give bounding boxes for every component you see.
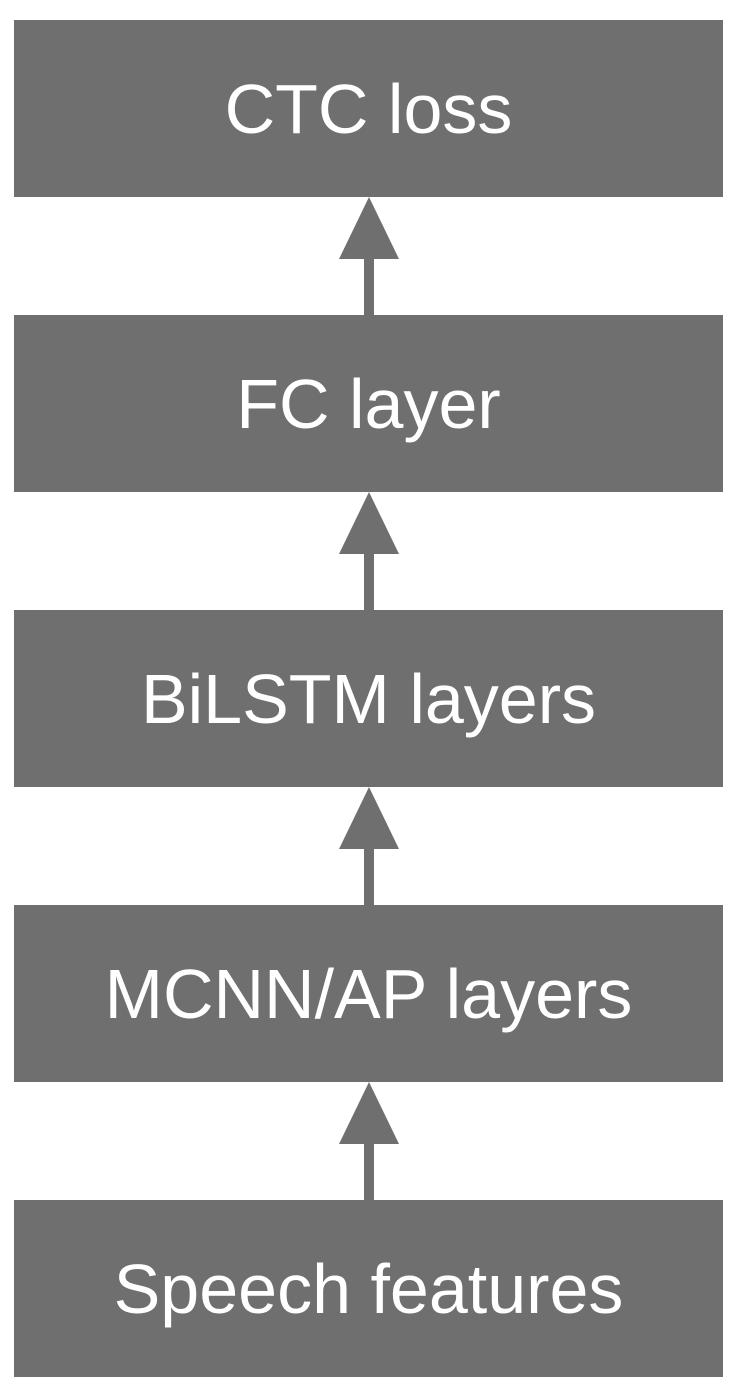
node-bilstm-layers: BiLSTM layers	[14, 610, 723, 787]
up-arrow-icon	[338, 787, 399, 905]
arrow-stem	[363, 554, 374, 610]
arrow-stem	[363, 259, 374, 315]
connector-gap	[14, 1082, 723, 1200]
node-mcnn-ap-layers: MCNN/AP layers	[14, 905, 723, 1082]
node-fc-layer: FC layer	[14, 315, 723, 492]
connector-gap	[14, 197, 723, 315]
arrow-head	[338, 197, 399, 259]
node-fc-layer-label: FC layer	[236, 364, 501, 443]
node-ctc-loss: CTC loss	[14, 20, 723, 197]
node-speech-features: Speech features	[14, 1200, 723, 1377]
node-speech-features-label: Speech features	[113, 1249, 624, 1328]
arrow-head	[338, 787, 399, 849]
arrow-stem	[363, 849, 374, 905]
node-ctc-loss-label: CTC loss	[224, 69, 513, 148]
arrow-head	[338, 1082, 399, 1144]
node-bilstm-layers-label: BiLSTM layers	[140, 659, 597, 738]
arrow-head	[338, 492, 399, 554]
node-mcnn-ap-layers-label: MCNN/AP layers	[104, 954, 633, 1033]
connector-gap	[14, 787, 723, 905]
up-arrow-icon	[338, 1082, 399, 1200]
connector-gap	[14, 492, 723, 610]
up-arrow-icon	[338, 492, 399, 610]
arrow-stem	[363, 1144, 374, 1200]
up-arrow-icon	[338, 197, 399, 315]
